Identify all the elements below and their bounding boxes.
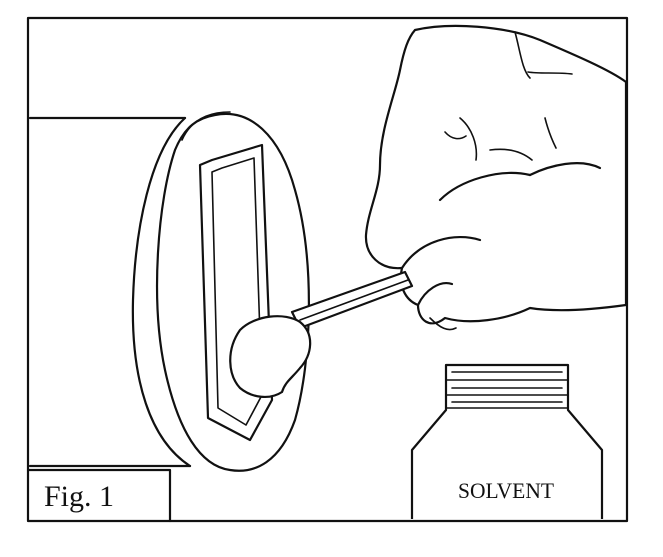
swab-head — [229, 315, 312, 398]
solvent-bottle: SOLVENT — [410, 363, 604, 519]
fitting-channel — [198, 143, 274, 442]
swab-stick — [290, 270, 414, 330]
hand — [364, 24, 628, 331]
figure-label: Fig. 1 — [44, 480, 114, 513]
figure-label-box: Fig. 1 — [26, 468, 172, 523]
bottle-label: SOLVENT — [458, 478, 555, 503]
